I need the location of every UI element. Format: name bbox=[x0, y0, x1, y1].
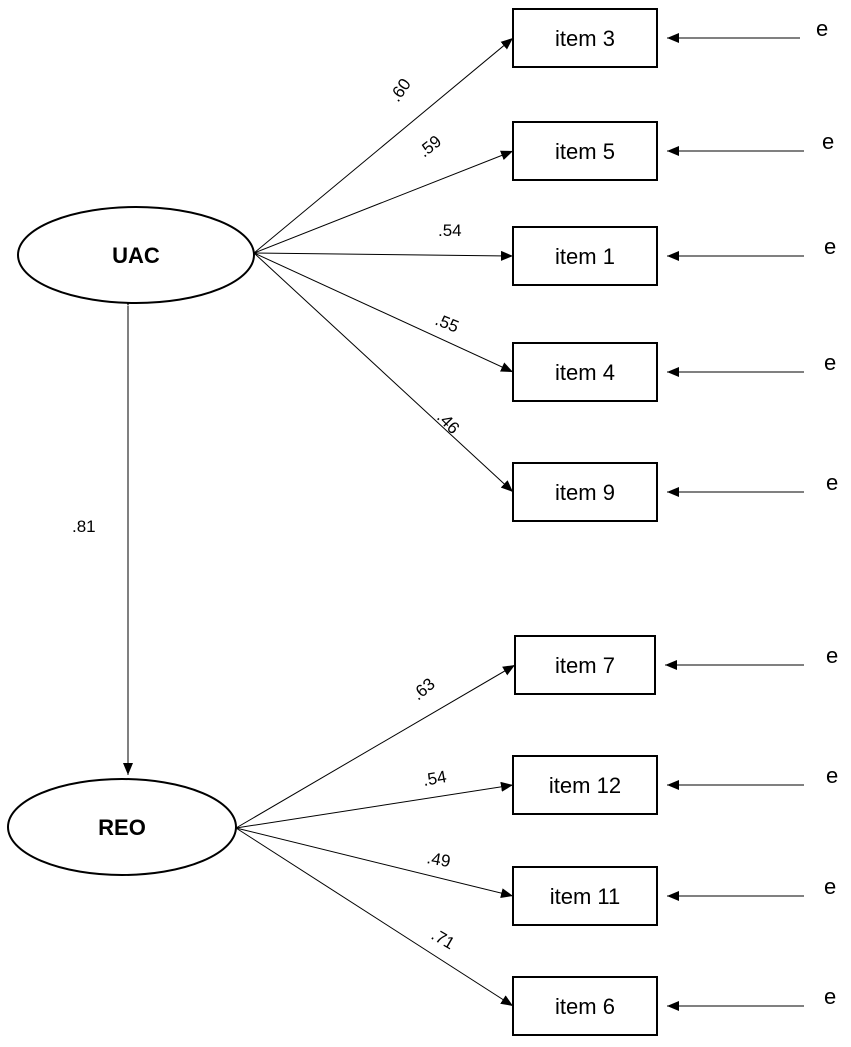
indicator-label: item 5 bbox=[555, 139, 615, 164]
loading-arrow bbox=[235, 664, 516, 829]
loading-label: .54 bbox=[438, 221, 462, 240]
error-label: e bbox=[824, 874, 836, 899]
loading-label: .55 bbox=[433, 310, 462, 336]
indicator-label: item 3 bbox=[555, 26, 615, 51]
loading-label: .49 bbox=[425, 848, 452, 871]
factor-uac: UAC bbox=[17, 206, 255, 304]
factor-label-uac: UAC bbox=[112, 243, 160, 268]
factor-label-reo: REO bbox=[98, 815, 146, 840]
loading-label: .60 bbox=[386, 75, 415, 105]
error-label: e bbox=[824, 234, 836, 259]
indicator-box bbox=[512, 8, 658, 68]
indicator-label: item 12 bbox=[549, 773, 621, 798]
factor-reo: REO bbox=[7, 778, 237, 876]
loading-arrows: .60.59 .54 .55 .46 .63 .54 .49 .71 bbox=[235, 37, 516, 1007]
indicator-box bbox=[512, 755, 658, 815]
error-label: e bbox=[826, 470, 838, 495]
error-label: e bbox=[816, 16, 828, 41]
loading-arrow bbox=[235, 827, 514, 1007]
error-label: e bbox=[822, 129, 834, 154]
loading-arrow bbox=[235, 781, 514, 829]
indicator-box bbox=[512, 342, 658, 402]
loading-arrow bbox=[253, 252, 514, 373]
indicator-box bbox=[514, 635, 656, 695]
loading-label: .71 bbox=[428, 925, 458, 953]
loading-label: .59 bbox=[415, 132, 445, 162]
loading-label: .63 bbox=[408, 674, 438, 704]
indicator-label: item 11 bbox=[550, 884, 621, 909]
indicator-label: item 6 bbox=[555, 994, 615, 1019]
indicator-label: item 7 bbox=[555, 653, 615, 678]
error-terms: e e e e e e e e e bbox=[665, 16, 838, 1011]
error-label: e bbox=[826, 643, 838, 668]
error-label: e bbox=[826, 763, 838, 788]
error-label: e bbox=[824, 984, 836, 1009]
error-label: e bbox=[824, 350, 836, 375]
indicator-label: item 9 bbox=[555, 480, 615, 505]
loading-arrow bbox=[253, 150, 514, 254]
loading-arrow bbox=[253, 252, 514, 493]
indicator-boxes: item 3 item 5 item 1 item 4 item 9 item 7 item… bbox=[512, 8, 658, 1036]
indicator-label: item 1 bbox=[555, 244, 615, 269]
indicator-box bbox=[512, 226, 658, 286]
indicator-box bbox=[512, 976, 658, 1036]
loading-label: .54 bbox=[421, 767, 448, 790]
loading-arrow bbox=[253, 37, 514, 254]
indicator-box bbox=[512, 462, 658, 522]
indicator-box bbox=[512, 121, 658, 181]
loading-label: .46 bbox=[433, 408, 463, 438]
indicator-label: item 4 bbox=[555, 360, 615, 385]
indicator-box bbox=[512, 866, 658, 926]
loading-arrow bbox=[235, 827, 514, 898]
correlation-label: .81 bbox=[72, 517, 96, 536]
loading-arrow bbox=[253, 250, 514, 261]
